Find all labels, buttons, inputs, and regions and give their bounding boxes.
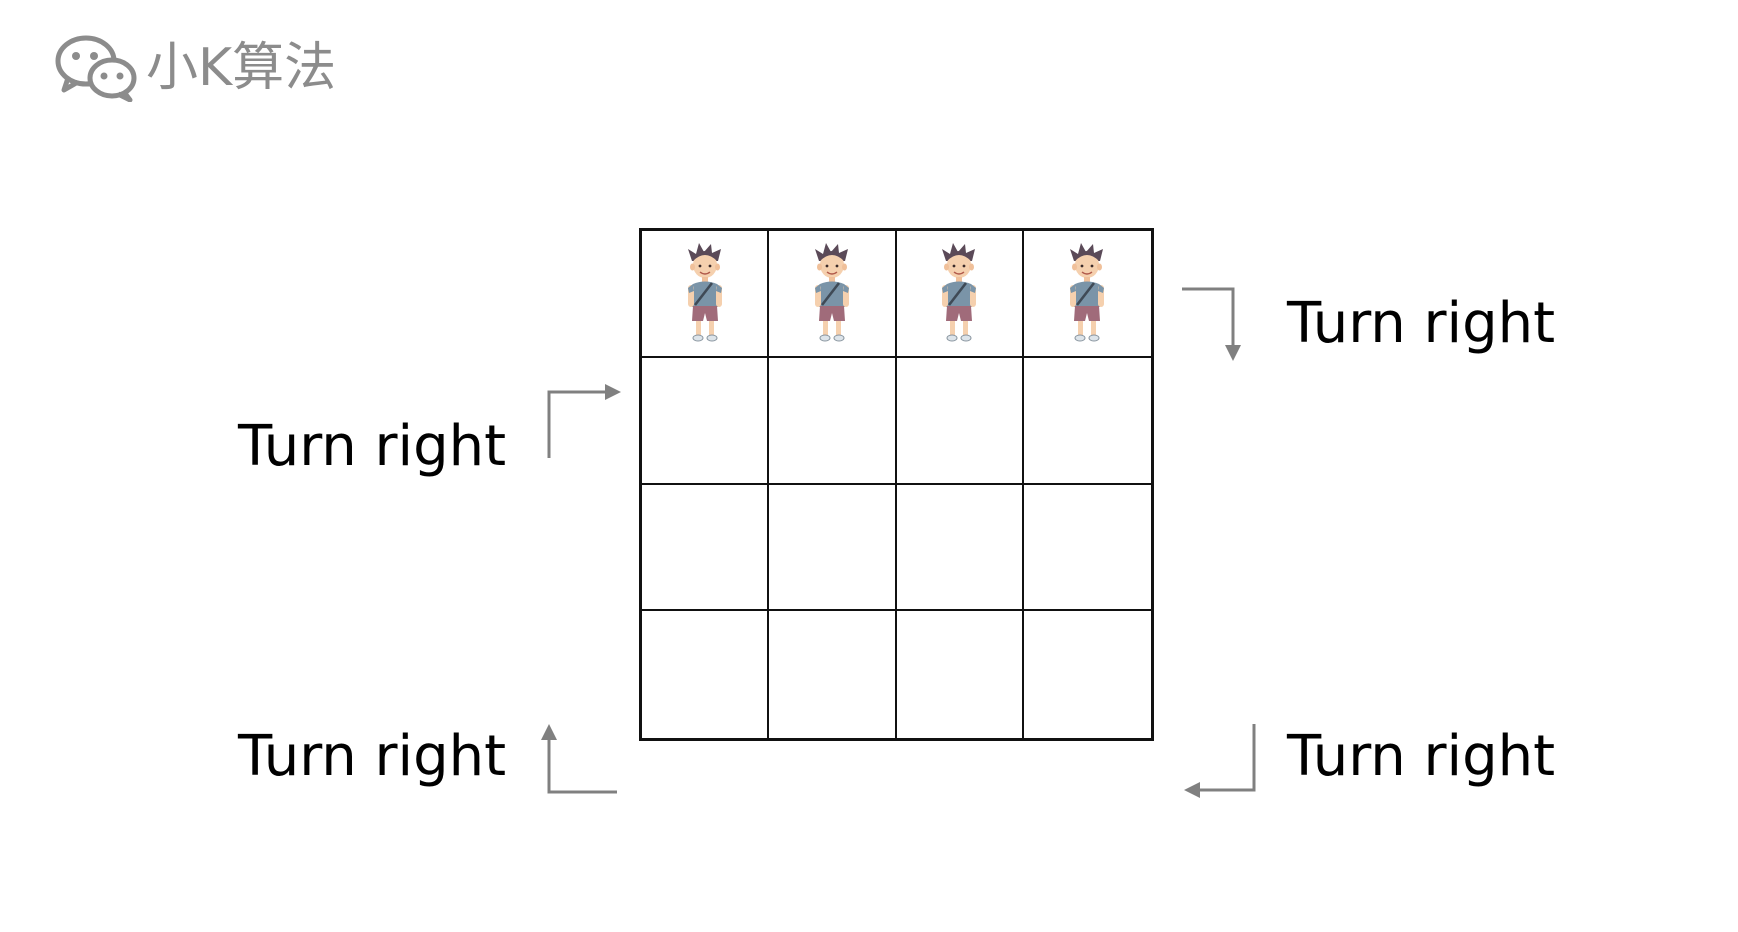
- turn-right-label-left-mid: Turn right: [238, 414, 507, 479]
- grid-cell-r4-c4: [1024, 611, 1151, 738]
- turn-right-label-top-right: Turn right: [1287, 291, 1556, 356]
- grid-cell-r1-c3: [896, 231, 1024, 358]
- grid-cell-r3-c1: [642, 484, 770, 612]
- grid-cell-r1-c2: [769, 231, 897, 358]
- grid-cell-r2-c3: [896, 357, 1024, 485]
- grid-cell-r1-c4: [1023, 231, 1151, 358]
- turn-right-label-bottom-right: Turn right: [1287, 724, 1556, 789]
- brand-name: 小K算法: [146, 38, 337, 98]
- grid-cell-r1-c1: [642, 231, 770, 358]
- matrix-grid: [639, 228, 1154, 741]
- boy-figure-icon: [1070, 243, 1105, 342]
- grid-cell-r2-c1: [642, 357, 770, 485]
- boy-figure-icon: [942, 243, 977, 342]
- brand-logo: 小K算法: [54, 34, 336, 102]
- grid-cell-r3-c4: [1023, 485, 1151, 612]
- arrow-down-icon: [1182, 287, 1241, 361]
- grid-cell-r4-c1: [642, 611, 770, 738]
- wechat-icon: [55, 35, 137, 102]
- grid-cell-r4-c2: [769, 611, 897, 738]
- arrow-left-icon: [1184, 724, 1256, 798]
- grid-cell-r2-c4: [1023, 358, 1151, 485]
- grid-cell-r3-c3: [896, 484, 1024, 612]
- boy-figure-icon: [687, 243, 722, 342]
- turn-right-label-bottom-left: Turn right: [238, 724, 507, 789]
- arrow-up-icon: [541, 724, 617, 794]
- grid-cell-r2-c2: [769, 357, 897, 485]
- grid-cell-r4-c3: [897, 611, 1024, 738]
- boy-figure-icon: [814, 243, 849, 342]
- arrow-right-icon: [547, 384, 621, 458]
- grid-cell-r3-c2: [769, 484, 897, 612]
